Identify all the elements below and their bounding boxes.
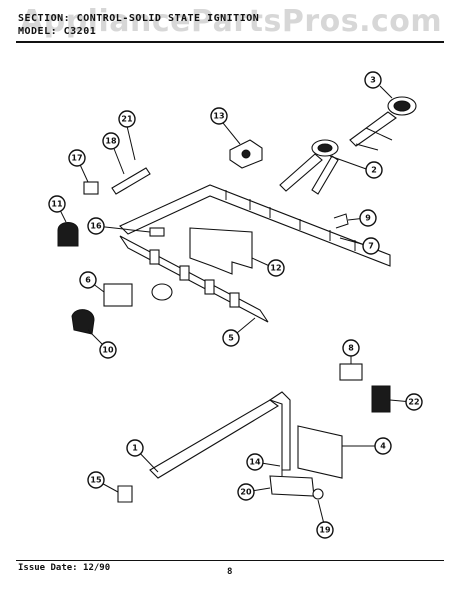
manifold-pipe [119,184,391,267]
svg-text:5: 5 [228,334,234,343]
model-title: MODEL: C3201 [18,26,97,37]
connector-part-8 [339,363,363,381]
clip-part-15 [117,485,133,503]
svg-text:14: 14 [249,458,261,467]
svg-text:18: 18 [105,137,117,146]
page-number: 8 [227,567,233,577]
svg-text:1: 1 [132,444,138,453]
callout-17: 17 [68,149,86,167]
svg-text:20: 20 [240,488,252,497]
section-title: SECTION: CONTROL-SOLID STATE IGNITION [18,13,260,24]
svg-text:21: 21 [121,115,133,124]
switch-body-part-6 [103,283,133,307]
svg-text:13: 13 [213,112,224,121]
fitting-part-19 [312,488,324,500]
issue-date: Issue Date: 12/90 [18,563,111,573]
callout-16: 16 [87,217,105,235]
callout-19: 19 [316,521,334,539]
callout-15: 15 [87,471,105,489]
svg-text:7: 7 [368,242,374,251]
callout-18: 18 [102,132,120,150]
callout-9: 9 [359,209,377,227]
callout-11: 11 [48,195,66,213]
svg-text:4: 4 [380,442,386,451]
knob-part-11 [57,222,79,247]
callout-21: 21 [118,110,136,128]
svg-text:17: 17 [71,154,82,163]
svg-text:12: 12 [270,264,281,273]
svg-text:15: 15 [90,476,102,485]
svg-text:11: 11 [51,200,63,209]
svg-text:19: 19 [319,526,331,535]
callout-13: 13 [210,107,228,125]
svg-text:8: 8 [348,344,354,353]
svg-text:16: 16 [90,222,102,231]
callout-2: 2 [365,161,383,179]
clip-part-9 [333,213,349,229]
tube-riser [268,391,291,471]
footer-rule [16,560,444,561]
svg-text:3: 3 [370,76,376,85]
valve-part-18 [111,167,151,195]
svg-text:22: 22 [408,398,419,407]
svg-text:2: 2 [371,166,377,175]
igniter-module [229,139,263,169]
gas-tube-part-1 [149,399,279,479]
callout-20: 20 [237,483,255,501]
knob-part-10 [71,309,95,335]
callout-5: 5 [222,329,240,347]
burner-assembly [279,96,417,195]
callout-4: 4 [374,437,392,455]
bracket-part-4 [297,425,343,479]
callout-22: 22 [405,393,423,411]
callout-8: 8 [342,339,360,357]
valve-row [119,235,269,323]
svg-text:6: 6 [85,276,91,285]
callout-1: 1 [126,439,144,457]
callout-3: 3 [364,71,382,89]
header-rule [16,41,444,43]
callout-6: 6 [79,271,97,289]
callout-14: 14 [246,453,264,471]
switch-part-22 [371,385,391,413]
connector-part-16 [149,227,165,237]
regulator-part-20 [269,475,315,497]
callout-12: 12 [267,259,285,277]
heat-shield [189,227,253,275]
svg-text:9: 9 [365,214,371,223]
spring-coil [151,283,173,301]
svg-text:10: 10 [102,346,114,355]
switch-part-17 [83,181,99,195]
callout-7: 7 [362,237,380,255]
callout-10: 10 [99,341,117,359]
